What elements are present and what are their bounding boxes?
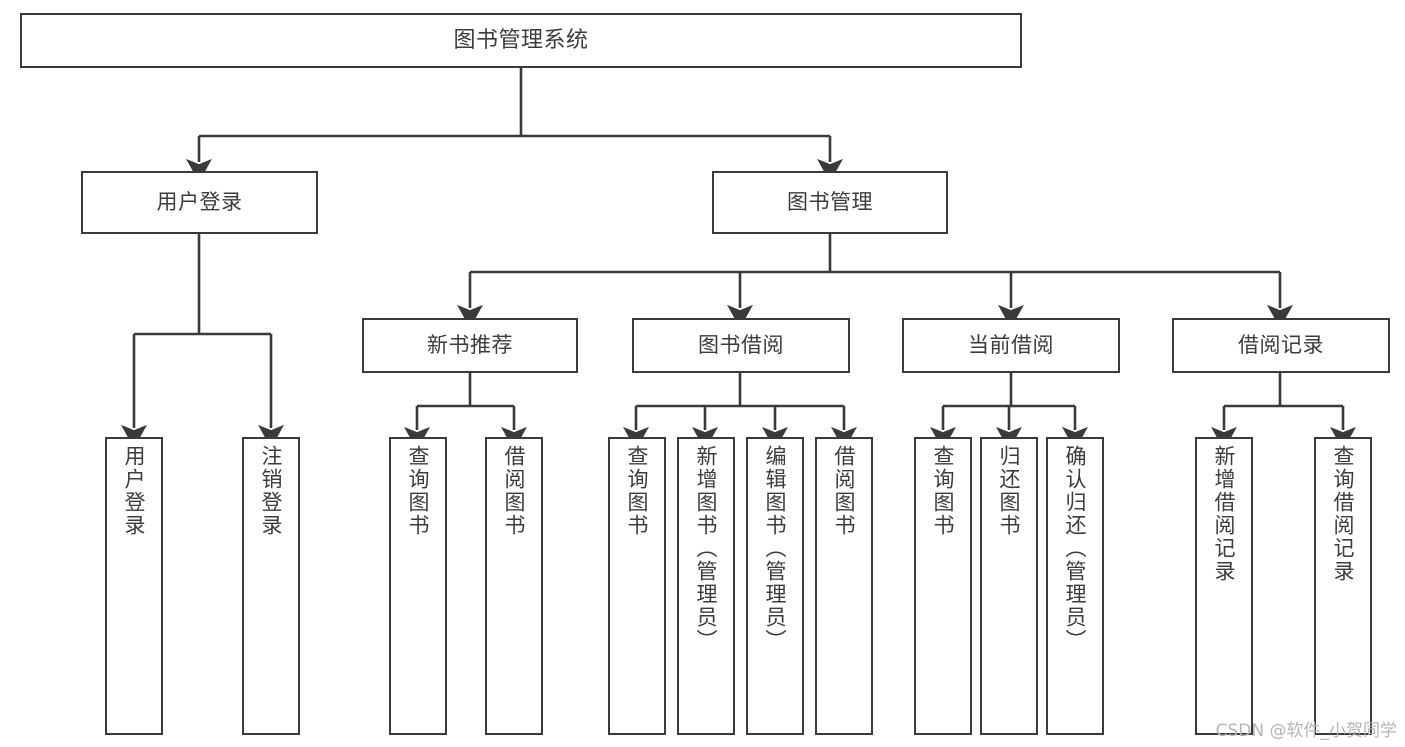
- leaf-edit-book-admin[interactable]: 编辑图书（管理员）: [746, 437, 804, 735]
- node-label: 查询图书: [931, 445, 956, 537]
- node-book-management[interactable]: 图书管理: [712, 171, 948, 234]
- node-label: 查询图书: [625, 445, 650, 537]
- node-new-book-recommendation[interactable]: 新书推荐: [362, 318, 578, 373]
- node-borrowing-records[interactable]: 借阅记录: [1172, 318, 1390, 373]
- node-label: 新增借阅记录: [1212, 445, 1237, 583]
- leaf-return-books[interactable]: 归还图书: [980, 437, 1038, 735]
- leaf-add-book-admin[interactable]: 新增图书（管理员）: [677, 437, 735, 735]
- node-label: 用户登录: [156, 190, 243, 215]
- leaf-query-books-borrowing[interactable]: 查询图书: [608, 437, 666, 735]
- node-label: 新增图书（管理员）: [694, 445, 719, 652]
- node-label: 借阅图书: [502, 445, 527, 537]
- leaf-confirm-return-admin[interactable]: 确认归还（管理员）: [1046, 437, 1104, 735]
- node-book-borrowing[interactable]: 图书借阅: [632, 318, 850, 373]
- node-label: 归还图书: [997, 445, 1022, 537]
- watermark: CSDN @软件_小贺同学: [1215, 721, 1397, 741]
- leaf-borrow-books-borrowing[interactable]: 借阅图书: [815, 437, 873, 735]
- node-label: 用户登录: [122, 445, 147, 537]
- node-label: 注销登录: [259, 445, 284, 537]
- leaf-user-login[interactable]: 用户登录: [105, 437, 163, 735]
- leaf-add-borrow-record[interactable]: 新增借阅记录: [1195, 437, 1253, 735]
- node-label: 图书管理系统: [453, 27, 589, 53]
- node-label: 图书管理: [787, 190, 873, 215]
- node-label: 查询借阅记录: [1331, 445, 1356, 583]
- node-label: 新书推荐: [427, 333, 513, 358]
- node-label: 借阅记录: [1238, 333, 1324, 358]
- node-label: 查询图书: [406, 445, 431, 537]
- leaf-query-borrow-record[interactable]: 查询借阅记录: [1314, 437, 1372, 735]
- leaf-logout[interactable]: 注销登录: [242, 437, 300, 735]
- node-root-book-management-system[interactable]: 图书管理系统: [20, 13, 1022, 68]
- node-label: 编辑图书（管理员）: [763, 445, 788, 652]
- node-label: 确认归还（管理员）: [1063, 445, 1088, 652]
- leaf-query-books-new-recommendation[interactable]: 查询图书: [389, 437, 447, 735]
- node-label: 当前借阅: [968, 333, 1054, 358]
- leaf-query-books-current[interactable]: 查询图书: [914, 437, 972, 735]
- node-user-login[interactable]: 用户登录: [81, 171, 318, 234]
- node-label: 借阅图书: [832, 445, 857, 537]
- node-label: 图书借阅: [698, 333, 784, 358]
- node-current-borrowing[interactable]: 当前借阅: [902, 318, 1120, 373]
- leaf-borrow-books-new-recommendation[interactable]: 借阅图书: [485, 437, 543, 735]
